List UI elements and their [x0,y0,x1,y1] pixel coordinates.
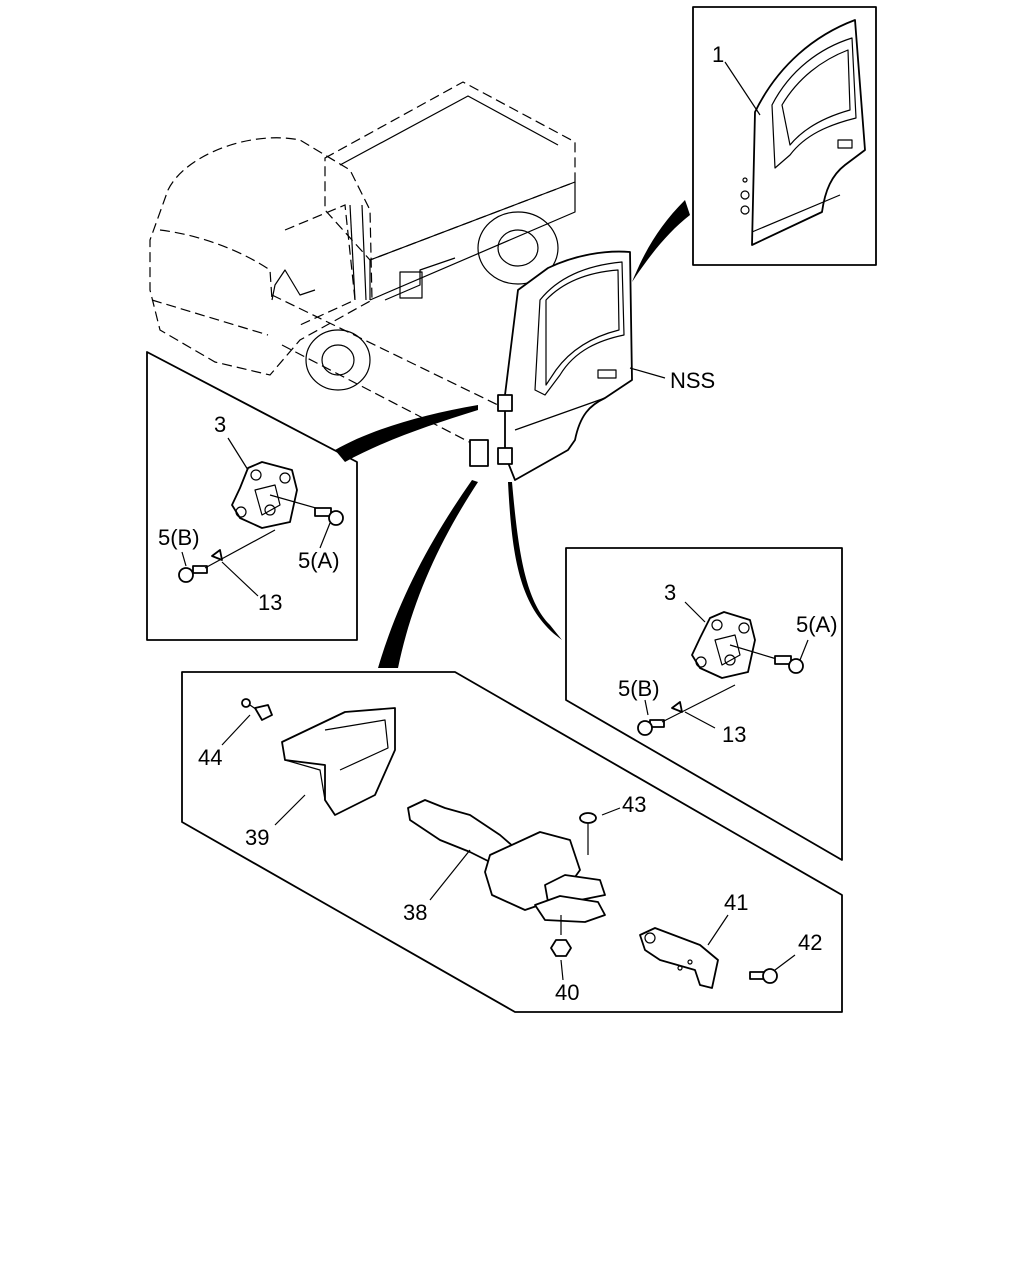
door-panel-detail-box [692,6,877,266]
callout-bracket-41: 41 [724,890,748,915]
door-nss [469,250,666,481]
callout-nss: NSS [670,368,715,393]
callout-bolt-5b-right: 5(B) [618,676,660,701]
callout-pin-43: 43 [622,792,646,817]
truck-illustration [149,81,576,446]
callout-clip-13-right: 13 [722,722,746,747]
callout-bolt-5b-left: 5(B) [158,525,200,550]
hinge-detail-box-left [146,351,358,641]
callout-labels: 1 NSS 3 5(B) 5(A) 13 3 5(A) 5(B) 13 44 3… [158,42,838,1005]
callout-bolt-5a-left: 5(A) [298,548,340,573]
check-link-detail-box [181,671,843,1013]
callout-door-panel: 1 [712,42,724,67]
callout-hinge-left: 3 [214,412,226,437]
callout-hinge-right: 3 [664,580,676,605]
callout-clip-13-left: 13 [258,590,282,615]
callout-cover-39: 39 [245,825,269,850]
callout-bolt-42: 42 [798,930,822,955]
callout-bolt-5a-right: 5(A) [796,612,838,637]
callout-check-link-38: 38 [403,900,427,925]
callout-screw-44: 44 [198,745,222,770]
hinge-detail-box-right [565,547,843,861]
connector-swooshes [335,200,690,668]
callout-nut-40: 40 [555,980,579,1005]
